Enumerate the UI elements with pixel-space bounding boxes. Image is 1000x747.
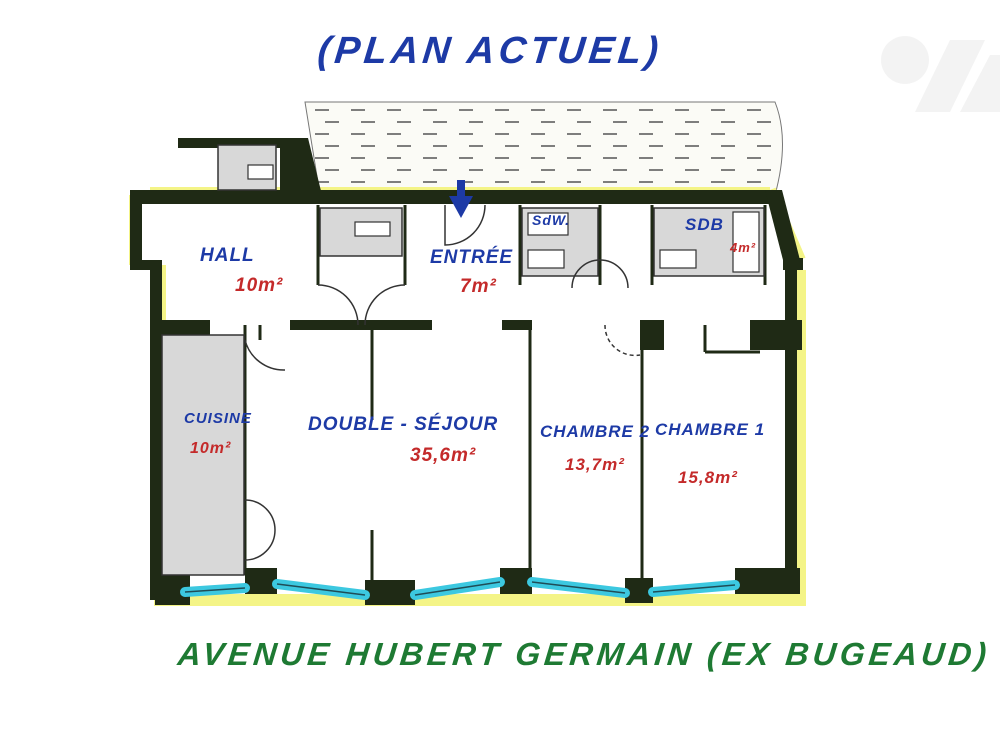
room-area-sejour: 35,6m² xyxy=(410,445,477,466)
partitions xyxy=(243,205,767,580)
room-label-entree: ENTRÉE xyxy=(430,247,514,268)
terrace xyxy=(304,101,783,196)
room-area-cuisine: 10m² xyxy=(190,440,232,457)
room-label-sdb: SDB xyxy=(685,215,724,234)
room-area-chambre-2: 13,7m² xyxy=(565,455,625,474)
street-label: AVENUE HUBERT GERMAIN (EX BUGEAUD) xyxy=(176,636,993,672)
room-area-hall: 10m² xyxy=(235,275,284,296)
room-area-sdb: 4m² xyxy=(730,240,757,255)
plan-title: (PLAN ACTUEL) xyxy=(315,30,665,72)
fixtures xyxy=(247,164,760,273)
room-label-cuisine: CUISINE xyxy=(184,410,252,427)
room-label-toilet: SdW. xyxy=(532,212,570,228)
room-label-sejour: DOUBLE - SÉJOUR xyxy=(308,414,499,435)
room-label-chambre-2: CHAMBRE 2 xyxy=(540,422,651,441)
room-label-hall: HALL xyxy=(200,245,255,266)
room-label-chambre-1: CHAMBRE 1 xyxy=(655,420,766,439)
arrow-down-icon xyxy=(449,180,473,218)
room-area-entree: 7m² xyxy=(460,276,497,297)
room-area-chambre-1: 15,8m² xyxy=(678,468,738,487)
door-swings xyxy=(244,204,641,561)
logo-watermark xyxy=(881,36,1000,112)
